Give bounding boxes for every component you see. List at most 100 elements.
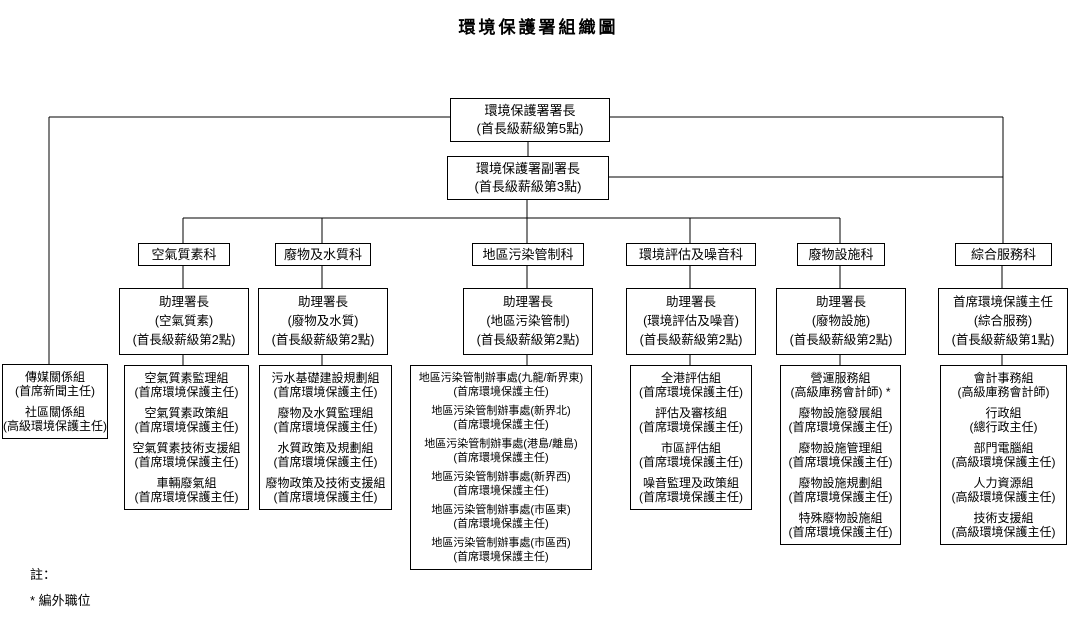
director-grade: (首長級薪級第5點) (476, 121, 584, 136)
public-relations-box: 傳媒關係組 (首席新聞主任) 社區關係組 (高級環境保護主任) (2, 364, 108, 439)
unit-title: (高級環境保護主任) (951, 455, 1056, 469)
unit-name: 特殊廢物設施組 (798, 511, 883, 525)
division-head-assessment-noise: 助理署長 (環境評估及噪音) (首長級薪級第2點) (626, 288, 756, 355)
footnote-item: * 編外職位 (30, 593, 91, 608)
head-division: (廢物及水質) (287, 314, 359, 328)
deputy-grade: (首長級薪級第3點) (474, 179, 582, 194)
unit-title: (高級庫務會計師) (957, 385, 1050, 399)
unit-title: (首席環境保護主任) (453, 419, 549, 431)
unit: 地區污染管制辦事處(新界西)(首席環境保護主任) (431, 470, 570, 498)
unit-title: (首席環境保護主任) (134, 420, 239, 434)
unit-title: (首席環境保護主任) (788, 420, 893, 434)
unit-community-relations: 社區關係組 (高級環境保護主任) (3, 405, 107, 433)
unit: 車輛廢氣組(首席環境保護主任) (135, 476, 239, 504)
unit-title: (首席環境保護主任) (134, 490, 239, 504)
unit-name: 廢物及水質監理組 (277, 406, 374, 420)
unit-title: (首席環境保護主任) (453, 551, 549, 563)
units-waste-facilities: 營運服務組(高級庫務會計師) * 廢物設施發展組(首席環境保護主任) 廢物設施管… (780, 365, 901, 545)
unit: 空氣質素技術支援組(首席環境保護主任) (132, 441, 240, 469)
unit-name: 營運服務組 (810, 371, 871, 385)
unit: 污水基礎建設規劃組(首席環境保護主任) (271, 371, 379, 399)
head-grade: (首長級薪級第2點) (132, 333, 236, 347)
unit-title: (高級環境保護主任) (951, 490, 1056, 504)
unit: 特殊廢物設施組(首席環境保護主任) (789, 511, 893, 539)
unit: 地區污染管制辦事處(港島/離島) (首席環境保護主任) (424, 437, 577, 465)
unit-name: 廢物設施發展組 (798, 406, 883, 420)
head-grade: (首長級薪級第2點) (639, 333, 743, 347)
unit: 會計事務組(高級庫務會計師) (958, 371, 1050, 399)
unit-name: 評估及審核組 (654, 406, 727, 420)
unit-title: (首席環境保護主任) (134, 385, 239, 399)
division-name: 綜合服務科 (970, 246, 1036, 262)
unit-name: 地區污染管制辦事處(市區西) (431, 537, 571, 549)
head-post: 助理署長 (665, 295, 716, 309)
unit-title: (首席環境保護主任) (639, 385, 743, 399)
unit-name: 地區污染管制辦事處(新界北) (431, 405, 571, 417)
unit: 行政組(總行政主任) (970, 406, 1038, 434)
unit-title: (首席新聞主任) (15, 384, 95, 398)
head-division: (空氣質素) (154, 314, 214, 328)
unit-title: (首席環境保護主任) (639, 420, 743, 434)
units-air-quality: 空氣質素監理組(首席環境保護主任) 空氣質素政策組(首席環境保護主任) 空氣質素… (124, 365, 249, 510)
unit-name: 廢物設施規劃組 (798, 476, 883, 490)
unit: 地區污染管制辦事處(市區西) (首席環境保護主任) (431, 536, 570, 564)
unit: 技術支援組(高級環境保護主任) (952, 511, 1056, 539)
deputy-director-box: 環境保護署副署長 (首長級薪級第3點) (447, 156, 609, 200)
head-post: 助理署長 (297, 295, 348, 309)
division-name: 環境評估及噪音科 (638, 246, 743, 262)
unit-title: (首席環境保護主任) (453, 386, 549, 398)
unit-name: 人力資源組 (973, 476, 1034, 490)
unit: 空氣質素政策組(首席環境保護主任) (135, 406, 239, 434)
unit-name: 地區污染管制辦事處(港島/離島) (424, 438, 578, 450)
head-division: (廢物設施) (811, 314, 871, 328)
unit-title: (首席環境保護主任) (788, 525, 893, 539)
unit-name: 部門電腦組 (973, 441, 1034, 455)
unit-title: (首席環境保護主任) (788, 455, 893, 469)
unit-title: (首席環境保護主任) (273, 420, 378, 434)
unit-title: (首席環境保護主任) (134, 455, 239, 469)
unit-name: 市區評估組 (660, 441, 721, 455)
division-head-corporate-services: 首席環境保護主任 (綜合服務) (首長級薪級第1點) (938, 288, 1068, 355)
head-post: 首席環境保護主任 (952, 295, 1053, 309)
page-title: 環境保護署組織圖 (458, 18, 619, 37)
head-grade: (首長級薪級第2點) (789, 333, 893, 347)
unit-title: (高級庫務會計師) * (790, 385, 891, 399)
head-division: (綜合服務) (973, 314, 1033, 328)
units-waste-water: 污水基礎建設規劃組(首席環境保護主任) 廢物及水質監理組(首席環境保護主任) 水… (259, 365, 392, 510)
footnote: 註： * 編外職位 (30, 562, 91, 614)
division-header-waste-facilities: 廢物設施科 (797, 243, 885, 266)
unit-title: (首席環境保護主任) (273, 455, 378, 469)
head-grade: (首長級薪級第2點) (476, 333, 580, 347)
unit: 人力資源組(高級環境保護主任) (952, 476, 1056, 504)
unit-title: (首席環境保護主任) (639, 455, 743, 469)
unit-name: 空氣質素政策組 (144, 406, 229, 420)
unit-name: 廢物設施管理組 (798, 441, 883, 455)
unit: 全港評估組(首席環境保護主任) (639, 371, 743, 399)
unit-name: 車輛廢氣組 (156, 476, 217, 490)
unit-title: (首席環境保護主任) (453, 452, 549, 464)
head-post: 助理署長 (158, 295, 209, 309)
units-corporate-services: 會計事務組(高級庫務會計師) 行政組(總行政主任) 部門電腦組(高級環境保護主任… (940, 365, 1067, 545)
unit-name: 地區污染管制辦事處(九龍/新界東) (418, 372, 584, 384)
head-post: 助理署長 (815, 295, 866, 309)
unit-name: 噪音監理及政策組 (642, 476, 739, 490)
head-grade: (首長級薪級第2點) (271, 333, 375, 347)
unit-title: (首席環境保護主任) (453, 518, 549, 530)
unit-title: (高級環境保護主任) (951, 525, 1056, 539)
unit-name: 技術支援組 (973, 511, 1034, 525)
unit: 廢物設施管理組(首席環境保護主任) (789, 441, 893, 469)
unit: 廢物設施規劃組(首席環境保護主任) (789, 476, 893, 504)
unit: 評估及審核組(首席環境保護主任) (639, 406, 743, 434)
division-header-corporate-services: 綜合服務科 (955, 243, 1052, 266)
unit: 空氣質素監理組(首席環境保護主任) (135, 371, 239, 399)
units-local-control: 地區污染管制辦事處(九龍/新界東) (首席環境保護主任) 地區污染管制辦事處(新界… (410, 365, 592, 570)
unit: 廢物設施發展組(首席環境保護主任) (789, 406, 893, 434)
division-header-air-quality: 空氣質素科 (138, 243, 230, 266)
director-box: 環境保護署署長 (首長級薪級第5點) (450, 98, 610, 142)
unit: 噪音監理及政策組(首席環境保護主任) (639, 476, 743, 504)
unit: 地區污染管制辦事處(新界北) (首席環境保護主任) (431, 404, 570, 432)
footnote-label: 註： (30, 567, 57, 582)
head-grade: (首長級薪級第1點) (951, 333, 1055, 347)
